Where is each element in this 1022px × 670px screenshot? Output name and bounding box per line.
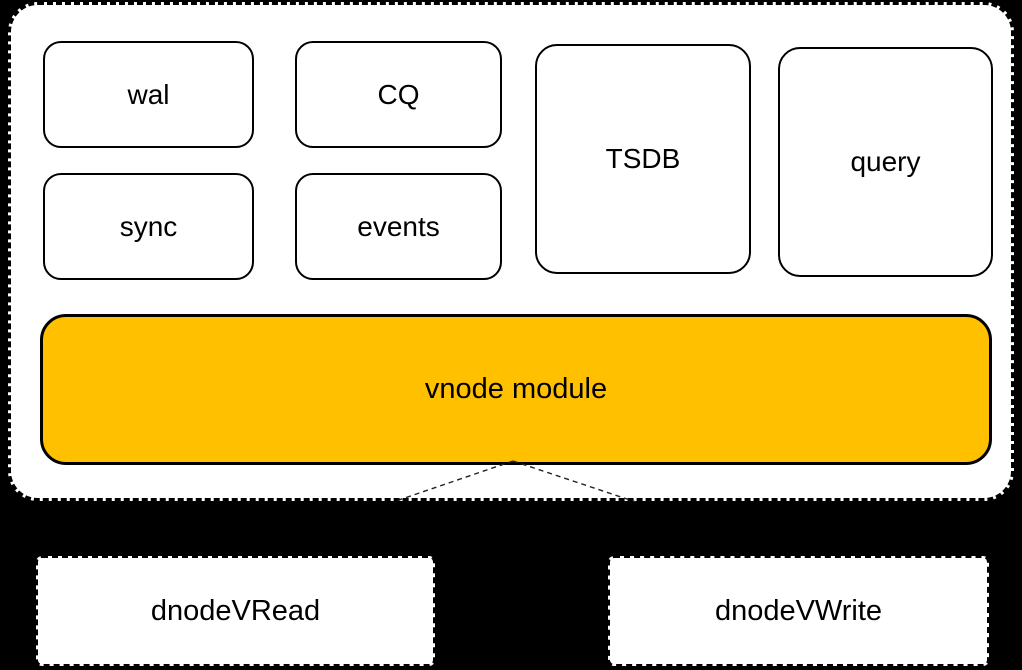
module-sync: sync	[43, 173, 254, 280]
module-query-label: query	[850, 146, 921, 177]
module-events: events	[295, 173, 502, 280]
module-wal: wal	[43, 41, 254, 148]
module-events-label: events	[357, 210, 440, 242]
vnode-container: wal CQ sync events TSDB query vnode modu…	[8, 2, 1014, 501]
module-cq-label: CQ	[377, 78, 420, 110]
node-dnodevwrite-label: dnodeVWrite	[714, 594, 883, 627]
node-dnodevwrite: dnodeVWrite	[608, 556, 989, 666]
module-query: query	[778, 47, 993, 277]
module-cq: CQ	[295, 41, 502, 148]
module-sync-label: sync	[119, 210, 178, 242]
module-wal-label: wal	[127, 78, 170, 110]
module-tsdb: TSDB	[535, 44, 751, 274]
module-tsdb-label: TSDB	[605, 143, 681, 174]
vnode-module-box: vnode module	[40, 314, 992, 465]
vnode-module-label: vnode module	[424, 373, 608, 405]
node-dnodevread: dnodeVRead	[36, 556, 435, 666]
node-dnodevread-label: dnodeVRead	[150, 594, 321, 627]
